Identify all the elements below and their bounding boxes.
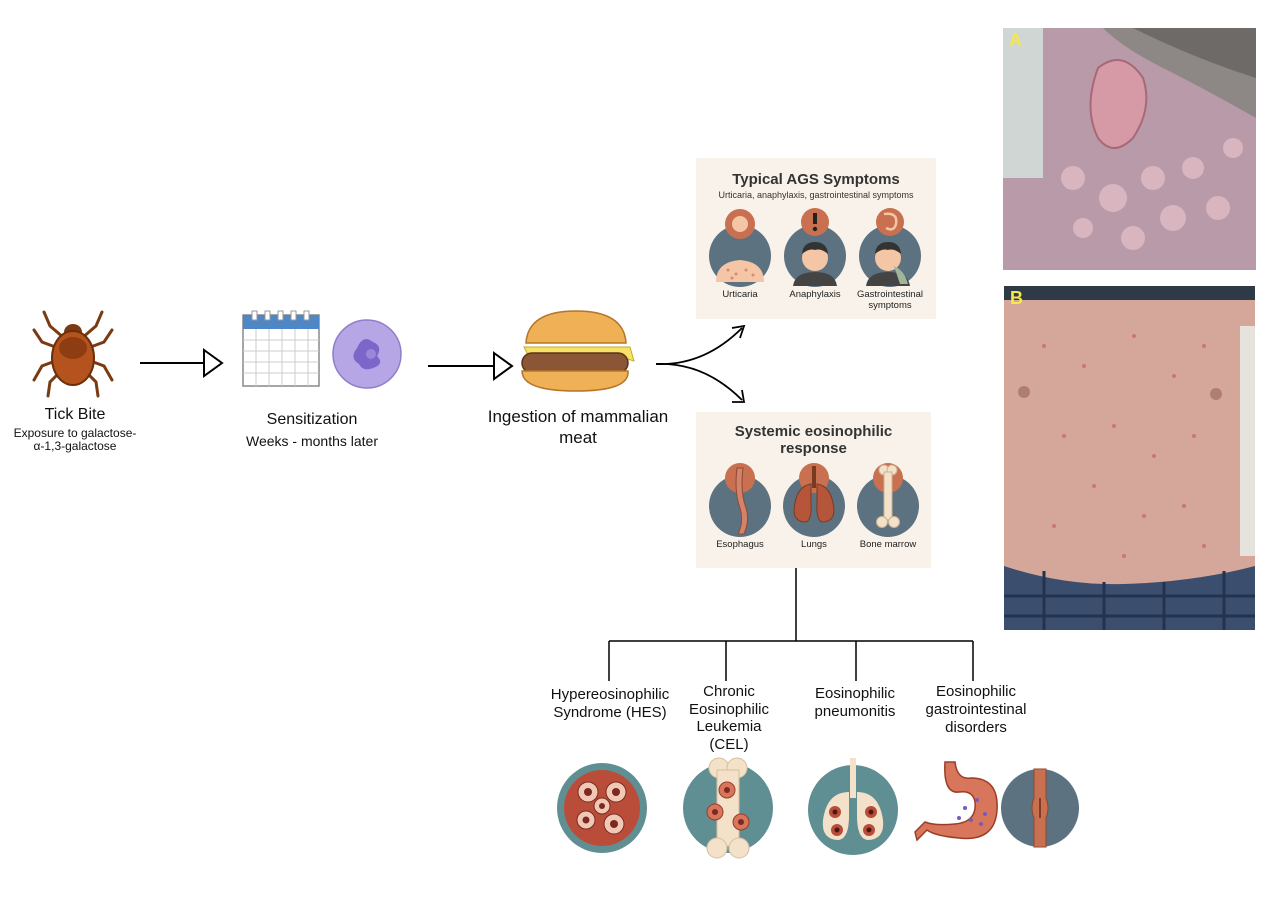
photo-b-torso-rash [1004, 286, 1255, 630]
disorder-hes-label: Hypereosinophilic Syndrome (HES) [550, 686, 670, 721]
disorder-egid-label: Eosinophilic gastrointestinal disorders [925, 683, 1027, 736]
symptoms-panel: Typical AGS Symptoms Urticaria, anaphyla… [696, 158, 936, 319]
sensitization-title: Sensitization [266, 411, 358, 428]
tick-icon [32, 310, 114, 398]
organ-lungs-label: Lungs [801, 539, 827, 550]
esophagus-icon [709, 463, 771, 537]
ingestion-title: Ingestion of mammalian meat [487, 407, 669, 447]
sensitization-subtitle: Weeks - months later [245, 433, 378, 449]
tree-connector [608, 568, 974, 681]
gastrointestinal-icon [859, 208, 921, 287]
photo-a-neck-urticaria [1003, 28, 1256, 270]
eosinophilic-panel: Systemic eosinophilic response Esophagus… [696, 412, 931, 568]
organ-esophagus-label: Esophagus [716, 539, 764, 550]
symptom-urticaria-label: Urticaria [722, 289, 758, 300]
urticaria-icon [709, 209, 771, 287]
photo-b-label: B [1010, 288, 1023, 308]
immune-cell-icon [332, 319, 402, 389]
burger-icon [521, 310, 635, 392]
bone-marrow-icon [857, 463, 919, 537]
hes-cells-icon [557, 763, 647, 853]
arrow-right-icon [428, 351, 514, 381]
photo-a-label: A [1009, 30, 1022, 50]
lungs-icon [783, 463, 845, 537]
symptom-gi-label: Gastrointestinal symptoms [856, 289, 923, 311]
pneumonitis-lungs-icon [808, 758, 898, 855]
disorder-cel-label: Chronic Eosinophilic Leukemia (CEL) [688, 683, 770, 753]
cel-bone-icon [683, 757, 773, 859]
symptoms-panel-subtitle: Urticaria, anaphylaxis, gastrointestinal… [718, 190, 914, 200]
organ-bone-marrow-label: Bone marrow [859, 539, 917, 550]
calendar-icon [242, 310, 320, 387]
stomach-icon [914, 761, 998, 842]
symptoms-panel-title: Typical AGS Symptoms [732, 171, 900, 188]
eosinophilic-panel-title: Systemic eosinophilic response [734, 423, 893, 457]
arrow-right-icon [140, 348, 224, 378]
anaphylaxis-icon [784, 208, 846, 287]
egid-esophagus-icon [1001, 768, 1079, 848]
tick-bite-title: Tick Bite [44, 406, 106, 423]
branch-arrows [655, 324, 746, 403]
symptom-anaphylaxis-label: Anaphylaxis [789, 289, 841, 300]
disorder-pneumonitis-label: Eosinophilic pneumonitis [814, 685, 896, 720]
tick-bite-subtitle: Exposure to galactose- α-1,3-galactose [13, 426, 137, 453]
